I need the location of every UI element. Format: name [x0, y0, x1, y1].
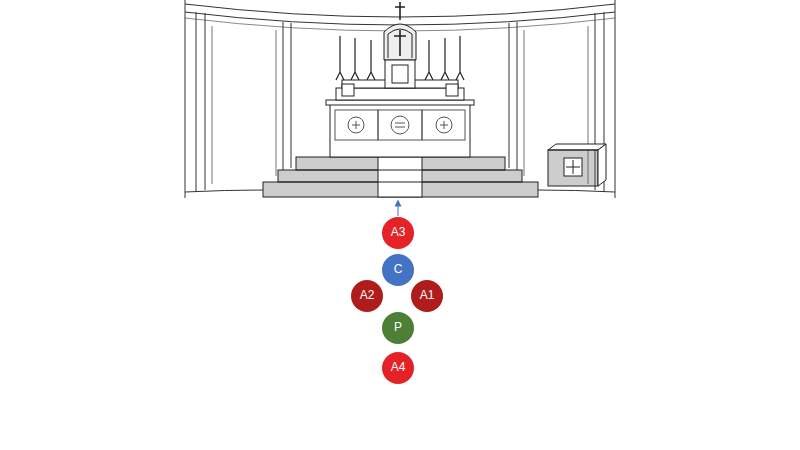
candle [441, 38, 449, 80]
credence-table [548, 144, 606, 186]
credence-side [598, 144, 606, 186]
circle-fill [382, 254, 414, 286]
circle-fill [382, 312, 414, 344]
altar-table [326, 80, 474, 157]
candle [367, 40, 375, 80]
pillar [509, 23, 510, 168]
position-label: A4 [391, 361, 406, 374]
circle-fill [382, 352, 414, 384]
position-label: P [394, 321, 402, 334]
altar-card [446, 84, 458, 96]
top-cross [395, 2, 405, 20]
candle [336, 36, 344, 80]
candle [351, 38, 359, 80]
circle-fill [382, 217, 414, 249]
tabernacle-door [392, 65, 408, 83]
position-label: A1 [420, 289, 435, 302]
apse-wall [185, 0, 615, 198]
altar-body [330, 104, 470, 157]
altar-card [342, 84, 354, 96]
altar-steps [263, 157, 538, 197]
frame-edge [615, 0, 616, 198]
priest-circle: P [382, 312, 414, 344]
position-label: A2 [360, 289, 375, 302]
circle-fill [411, 280, 443, 312]
niche [388, 29, 412, 58]
pillar [196, 12, 197, 192]
floor-line [538, 190, 615, 192]
carpet-line [378, 182, 422, 183]
frame-edge [185, 0, 186, 198]
tabernacle [384, 2, 416, 88]
celebrant-circle: C [382, 254, 414, 286]
circle-fill [351, 280, 383, 312]
canopy [384, 24, 416, 60]
credence-front [548, 150, 598, 186]
candle [456, 36, 464, 80]
position-label: C [394, 263, 403, 276]
assistant-circle: A3 [382, 217, 414, 249]
pillar [205, 13, 206, 190]
position-label: A3 [391, 226, 406, 239]
pillar [517, 22, 518, 170]
assistant-circle: A2 [351, 280, 383, 312]
pillar [283, 22, 284, 170]
carpet [378, 157, 422, 197]
candle [425, 40, 433, 80]
mensa [326, 100, 474, 105]
credence-panel [564, 158, 582, 176]
gradine [336, 88, 464, 100]
carpet-line [378, 170, 422, 171]
crucifix [394, 30, 406, 56]
pillar [291, 23, 292, 168]
floor-line [185, 190, 263, 192]
direction-arrow [398, 203, 399, 216]
wall-panel [212, 26, 276, 184]
emblem-mark [352, 121, 448, 129]
tabernacle-box [385, 60, 415, 88]
assistant-circle: A1 [411, 280, 443, 312]
emblem [391, 116, 409, 134]
assistant-circle: A4 [382, 352, 414, 384]
frontal-panel [378, 110, 422, 140]
credence-cross [566, 160, 580, 174]
credence-top [548, 144, 606, 150]
